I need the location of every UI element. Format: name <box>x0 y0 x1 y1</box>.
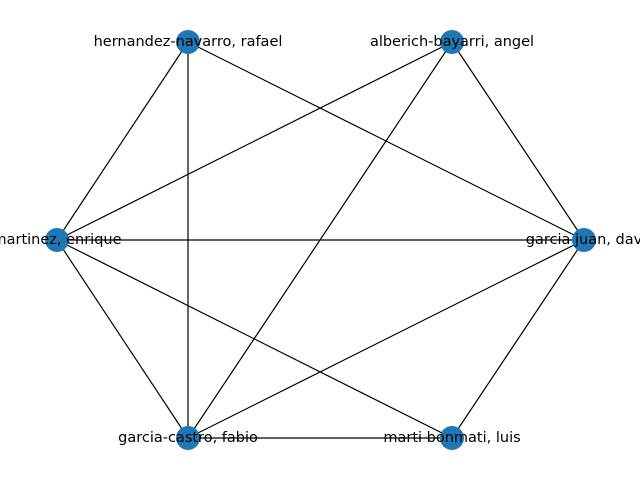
graph-edges <box>56 41 585 439</box>
node-label-alberich-bayarri: alberich-bayarri, angel <box>370 34 534 50</box>
graph-labels: hernandez-navarro, rafael alberich-bayarr… <box>0 34 640 446</box>
edge-garcia-juan-marti-bonmati <box>451 239 585 439</box>
node-garcia-juan <box>572 228 596 252</box>
edge-alberich-bayarri-martinez <box>56 41 453 241</box>
node-hernandez-navarro <box>176 30 200 54</box>
edge-martinez-marti-bonmati <box>56 239 453 439</box>
node-alberich-bayarri <box>440 30 464 54</box>
node-label-marti-bonmati: marti bonmati, luis <box>383 430 520 446</box>
node-label-garcia-juan: garcia juan, dav <box>526 232 640 248</box>
node-label-martinez: martinez, enrique <box>0 232 122 248</box>
edge-hernandez-navarro-martinez <box>56 41 189 241</box>
graph-nodes <box>45 30 596 450</box>
edge-alberich-bayarri-garcia-juan <box>451 41 585 241</box>
node-martinez <box>45 228 69 252</box>
edge-martinez-garcia-castro <box>56 239 189 439</box>
node-garcia-castro <box>176 426 200 450</box>
node-marti-bonmati <box>440 426 464 450</box>
node-label-hernandez-navarro: hernandez-navarro, rafael <box>94 34 283 50</box>
edge-garcia-juan-garcia-castro <box>187 239 585 439</box>
node-label-garcia-castro: garcia-castro, fabio <box>118 430 258 446</box>
